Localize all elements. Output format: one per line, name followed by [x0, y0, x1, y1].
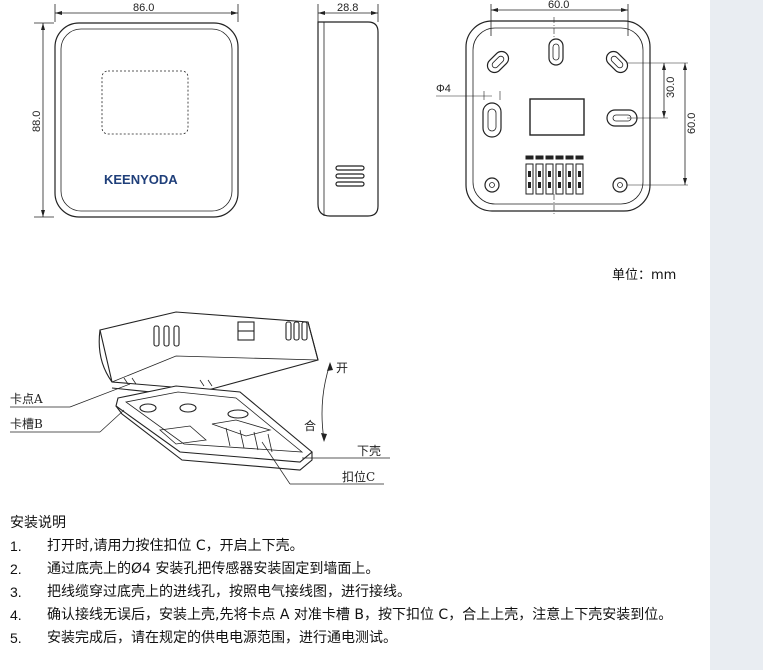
technical-drawing: 86.0 88.0 KEENYODA 28.8 — [10, 0, 698, 485]
unit-label: 单位：mm — [612, 268, 677, 283]
list-item: 4. 确认接线无误后，安装上壳,先将卡点 A 对准卡槽 B，按下扣位 C，合上上… — [10, 607, 673, 623]
front-height-dim: 88.0 — [31, 111, 43, 132]
brand-logo: KEENYODA — [104, 172, 178, 187]
clip-a-label: 卡点A — [10, 392, 43, 406]
side-view — [317, 4, 379, 217]
instructions-title: 安装说明 — [10, 515, 66, 531]
latch-c-label: 扣位C — [342, 469, 375, 484]
installation-instructions: 安装说明 1. 打开时,请用力按住扣位 C，开启上下壳。 2. 通过底壳上的Ø4… — [10, 512, 705, 650]
front-view — [34, 4, 239, 218]
open-label: 开 — [336, 361, 348, 375]
terminal-block — [525, 155, 584, 195]
list-item: 2. 通过底壳上的Ø4 安装孔把传感器安装固定到墙面上。 — [10, 561, 380, 577]
back-height-dim: 60.0 — [686, 113, 698, 134]
side-depth-dim: 28.8 — [337, 2, 358, 14]
close-label: 合 — [304, 418, 316, 433]
lower-shell-label: 下壳 — [357, 444, 381, 458]
assembly-view — [10, 311, 390, 485]
list-item: 1. 打开时,请用力按住扣位 C，开启上下壳。 — [10, 538, 304, 554]
window-sidebar — [710, 0, 763, 670]
list-item: 5. 安装完成后，请在规定的供电电源范围，进行通电测试。 — [10, 630, 397, 646]
hole-diameter-dim: Φ4 — [436, 83, 451, 95]
list-item: 3. 把线缆穿过底壳上的进线孔，按照电气接线图，进行接线。 — [10, 584, 411, 600]
slot-b-label: 卡槽B — [10, 417, 43, 431]
back-view — [436, 4, 688, 215]
slot-spacing-dim: 30.0 — [665, 77, 677, 98]
back-width-dim: 60.0 — [548, 0, 569, 11]
front-width-dim: 86.0 — [133, 2, 154, 14]
